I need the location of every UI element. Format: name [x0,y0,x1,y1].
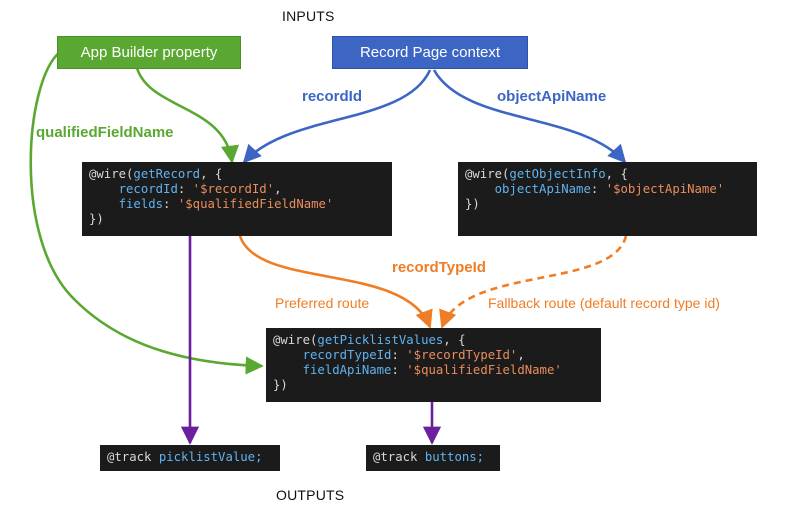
label-qualified-field-name: qualifiedFieldName [36,124,174,141]
arrow-record-page-to-get-record [242,69,432,164]
label-record-id: recordId [302,88,363,105]
get-object-info-code-block: @wire(getObjectInfo, { objectApiName: '$… [458,162,757,236]
inputs-heading: INPUTS [282,8,335,24]
arrow-preferred-route [238,235,433,329]
arrow-app-builder-to-get-picklist [29,50,264,375]
label-object-api-name: objectApiName [497,88,607,105]
record-page-context-node: Record Page context [332,36,528,69]
track-buttons-block: @track buttons; [366,445,500,471]
arrow-fallback-route [439,235,628,329]
label-preferred-route: Preferred route [275,295,370,311]
track-picklist-value-block: @track picklistValue; [100,445,280,471]
arrow-app-builder-to-get-record [135,67,240,164]
get-picklist-values-code-block: @wire(getPicklistValues, { recordTypeId:… [266,328,601,402]
get-record-code-block: @wire(getRecord, { recordId: '$recordId'… [82,162,392,236]
label-fallback-route: Fallback route (default record type id) [488,295,720,311]
label-record-type-id: recordTypeId [392,259,486,276]
app-builder-property-node: App Builder property [57,36,241,69]
arrow-record-page-to-get-object-info [432,69,627,164]
outputs-heading: OUTPUTS [276,487,345,503]
